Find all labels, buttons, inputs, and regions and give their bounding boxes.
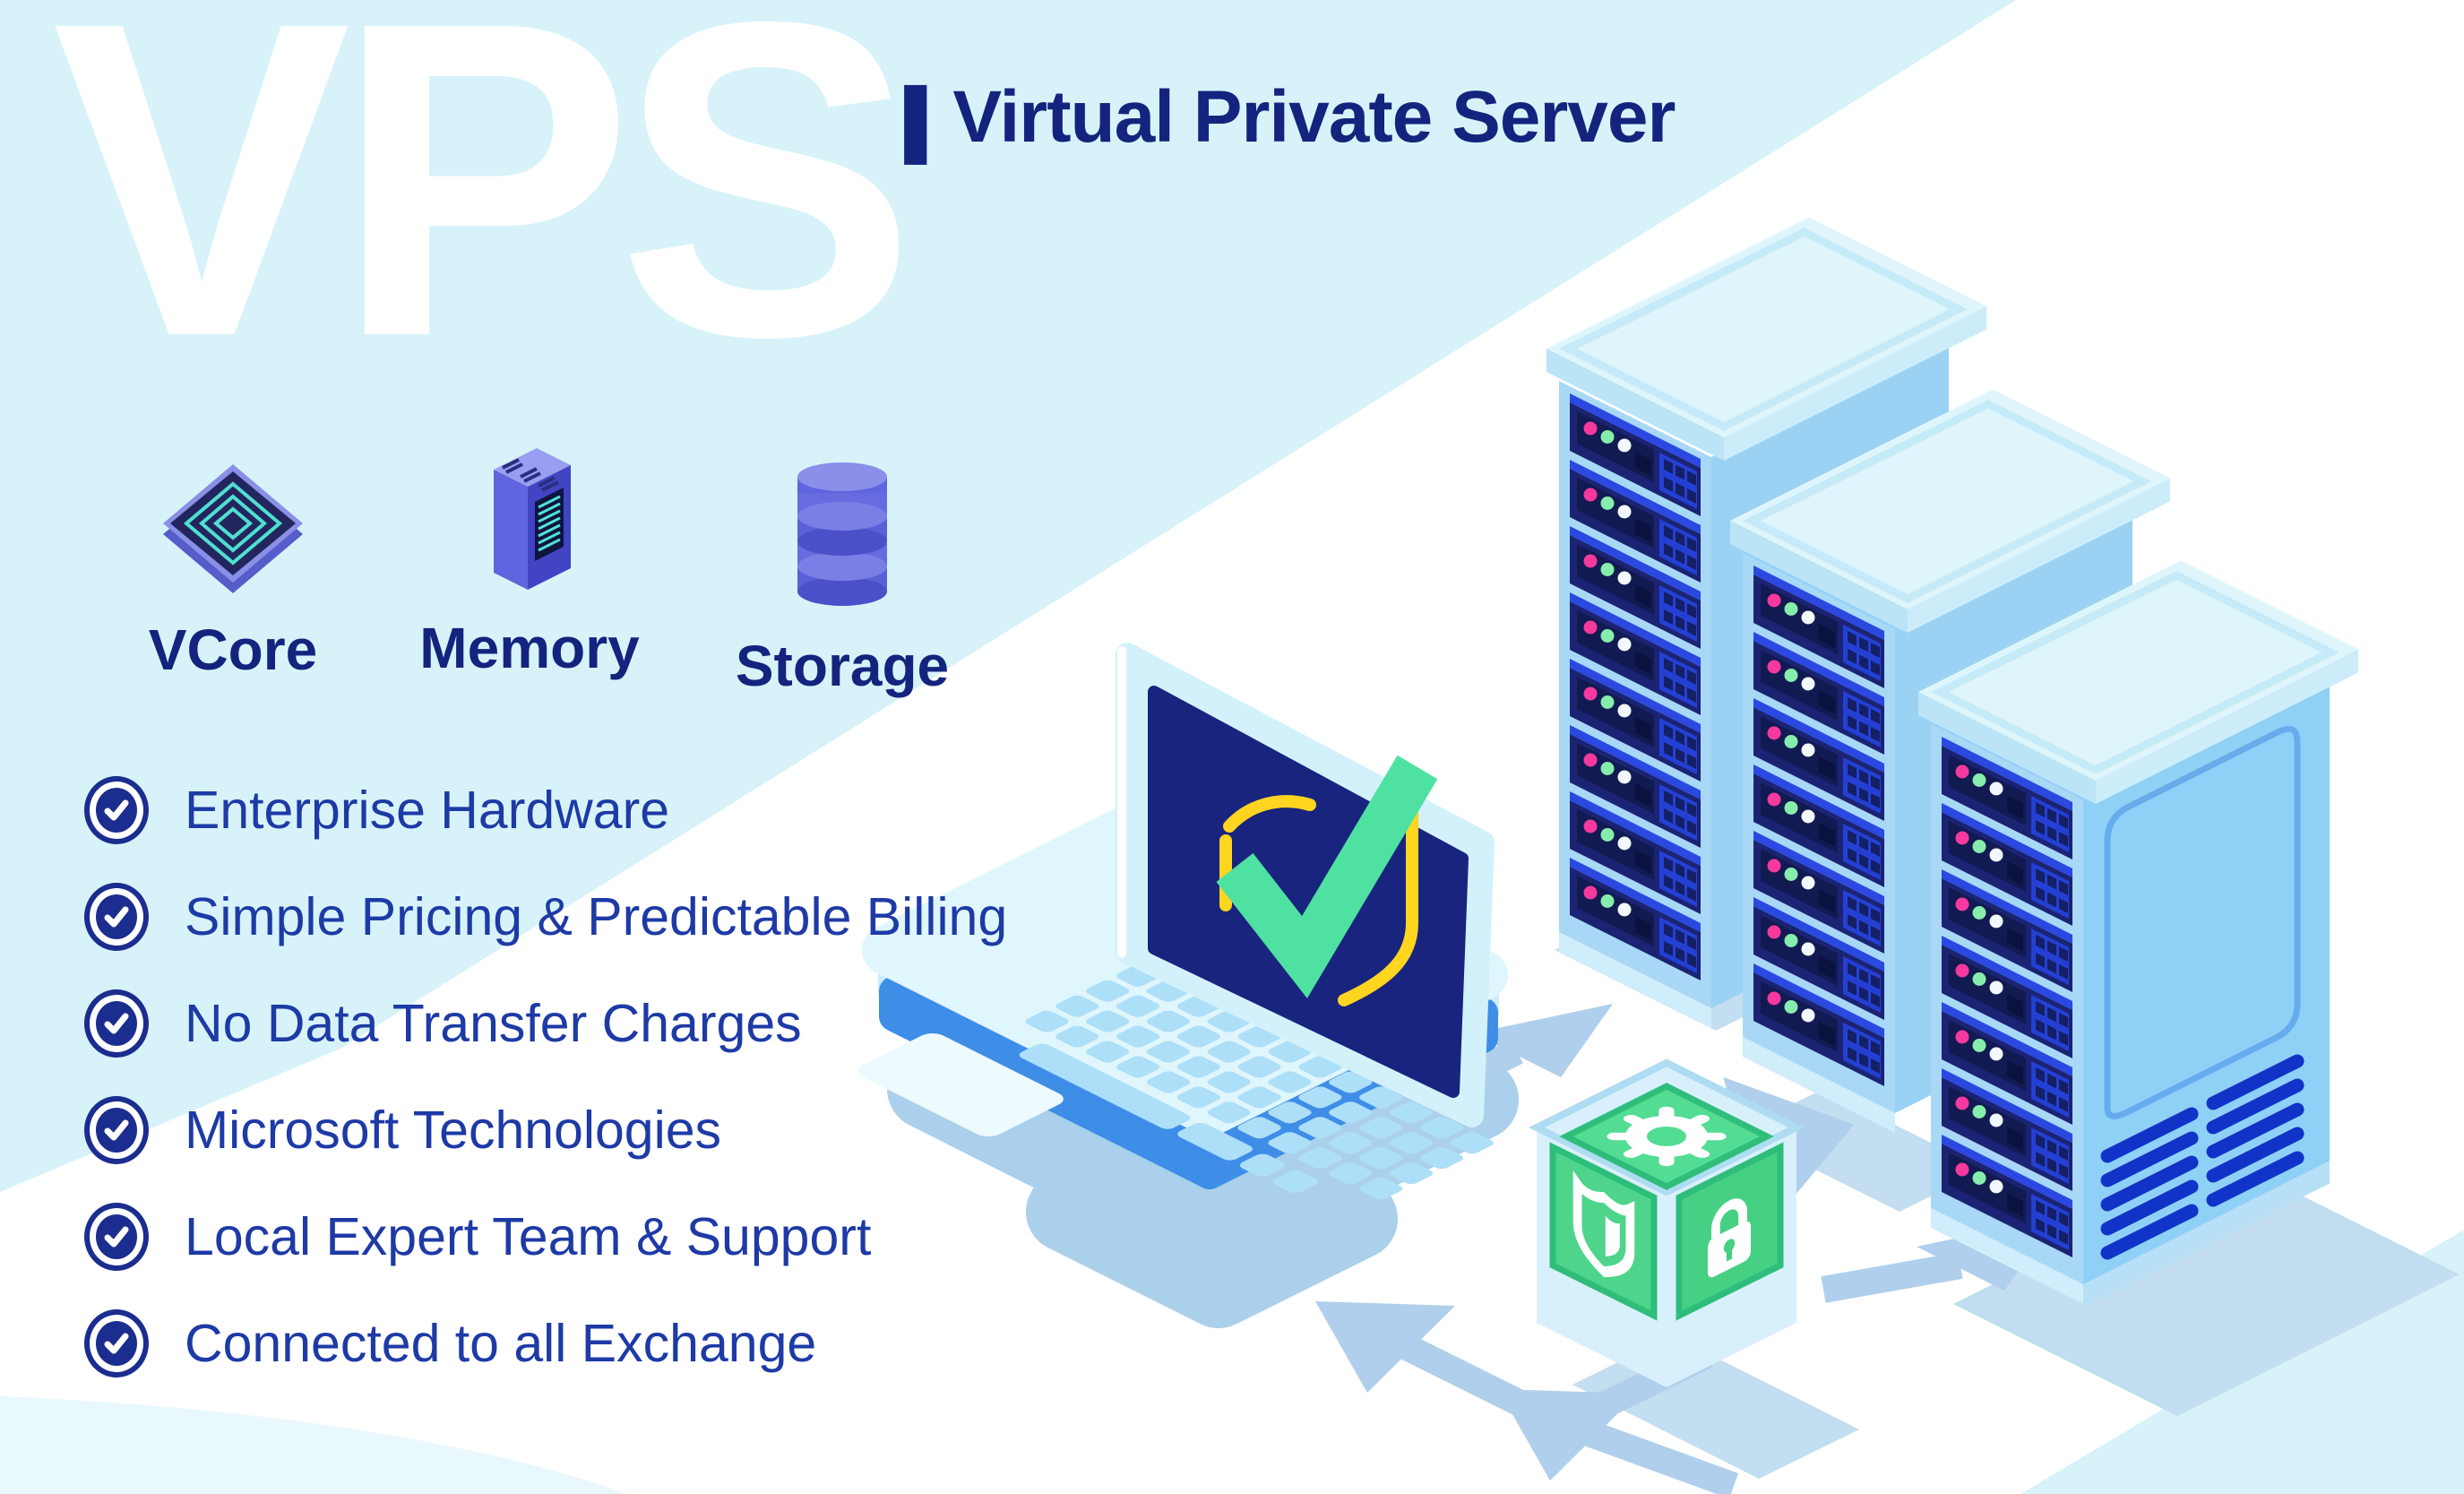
feature-item: Simple Pricing & Predictable Billing	[84, 883, 1007, 951]
spec-memory: Memory	[418, 436, 642, 681]
spacebar-key	[1019, 1043, 1191, 1129]
check-badge	[84, 883, 149, 951]
check-badge	[84, 776, 149, 844]
chip-icon	[163, 464, 303, 593]
title-separator-bar: |	[891, 70, 940, 164]
feature-text: Local Expert Team & Support	[185, 1207, 872, 1266]
laptop	[857, 643, 1508, 1206]
feature-item: No Data Transfer Charges	[84, 989, 1007, 1058]
security-cube	[1529, 1058, 1805, 1387]
storage-icon	[797, 462, 887, 606]
laptop-trackpad	[857, 1033, 1064, 1137]
check-badge	[84, 1096, 149, 1164]
page-title-text: Virtual Private Server	[952, 76, 1676, 158]
check-icon	[104, 906, 129, 928]
side-panel-outline	[2104, 725, 2301, 1119]
corner-blob	[0, 1396, 627, 1494]
feature-item: Enterprise Hardware	[84, 776, 1007, 844]
feature-text: Microsoft Technologies	[185, 1101, 722, 1160]
check-badge	[84, 1309, 149, 1377]
feature-text: Simple Pricing & Predictable Billing	[185, 887, 1008, 946]
check-badge	[84, 989, 149, 1058]
background-wedge	[0, 0, 2016, 1192]
shield-icon	[1572, 1170, 1635, 1278]
memory-icon	[494, 448, 571, 590]
shield-check-icon	[1216, 755, 1438, 1006]
feature-text: No Data Transfer Charges	[185, 994, 802, 1053]
vps-watermark: VPS	[52, 0, 916, 429]
check-icon	[104, 1333, 129, 1354]
spec-label: Memory	[419, 616, 640, 680]
key	[1177, 1122, 1253, 1161]
spec-label: Storage	[735, 634, 950, 698]
gear-icon	[1607, 1106, 1727, 1167]
key	[1239, 1153, 1286, 1177]
feature-item: Microsoft Technologies	[84, 1096, 1007, 1164]
feature-text: Connected to all Exchange	[185, 1314, 817, 1373]
laptop-keyboard	[1018, 963, 1503, 1206]
server-rack-3	[1918, 561, 2358, 1307]
check-icon	[104, 1013, 129, 1034]
spec-storage: Storage	[708, 453, 977, 699]
feature-item: Connected to all Exchange	[84, 1309, 1007, 1377]
key	[1272, 1170, 1318, 1194]
check-badge	[84, 1203, 149, 1271]
spec-label: VCore	[148, 617, 318, 682]
feature-item: Local Expert Team & Support	[84, 1203, 1007, 1271]
padlock-icon	[1707, 1198, 1752, 1278]
vent-slats	[2100, 1054, 2305, 1260]
check-icon	[104, 799, 129, 821]
check-icon	[104, 1226, 129, 1248]
laptop-screen	[1148, 686, 1469, 1098]
feature-list: Enterprise Hardware Simple Pricing & Pre…	[84, 776, 1007, 1416]
check-icon	[104, 1119, 129, 1141]
spec-vcore: VCore	[125, 446, 340, 683]
feature-text: Enterprise Hardware	[185, 781, 670, 840]
page-title: | Virtual Private Server	[891, 75, 1676, 160]
